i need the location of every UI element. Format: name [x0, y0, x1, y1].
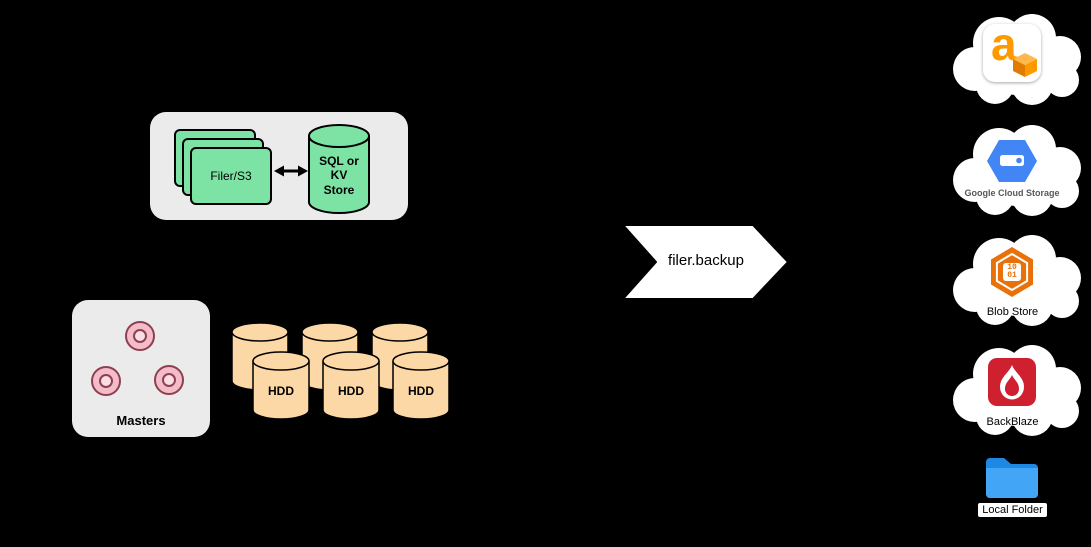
- filer-stack-front: Filer/S3: [190, 147, 272, 205]
- hdd-cylinder-front: HDD: [392, 351, 450, 421]
- aws-a-glyph: a: [991, 18, 1017, 70]
- aws-logo: a: [983, 18, 1041, 82]
- blob-digits-top: 10: [1007, 262, 1017, 272]
- master-node-icon: [154, 365, 184, 395]
- cloud-google-cloud-storage: Google Cloud Storage: [935, 116, 1090, 221]
- masters-label: Masters: [116, 413, 166, 428]
- flame-icon: [1000, 365, 1024, 400]
- cylinder-shape-icon: [308, 124, 370, 214]
- local-folder-label: Local Folder: [978, 503, 1047, 517]
- blob-store-digits: 10 01: [1003, 263, 1021, 281]
- cloud-blob-store: 10 01 Blob Store: [935, 226, 1090, 331]
- aws-cube-icon: [1013, 53, 1037, 77]
- master-node-icon: [91, 366, 121, 396]
- cloud-backblaze: BackBlaze: [935, 336, 1090, 441]
- double-arrow-icon: [274, 165, 308, 177]
- kv-store-cylinder: SQL or KV Store: [308, 124, 370, 216]
- folder-icon: [986, 458, 1038, 498]
- filer-backup-arrow: [622, 224, 789, 300]
- hdd-label: HDD: [408, 384, 434, 398]
- hdd-cylinder-front: HDD: [322, 351, 380, 421]
- hdd-label: HDD: [338, 384, 364, 398]
- gcs-logo-icon: [987, 140, 1037, 182]
- kv-store-label: SQL or KV Store: [319, 154, 359, 197]
- hdd-cylinder-front: HDD: [252, 351, 310, 421]
- hdd-label: HDD: [268, 384, 294, 398]
- blob-digits-bottom: 01: [1007, 271, 1017, 280]
- filer-backup-label: filer.backup: [668, 252, 744, 269]
- master-node-icon: [125, 321, 155, 351]
- filer-label: Filer/S3: [210, 169, 252, 183]
- filer-stack: Filer/S3: [174, 129, 274, 209]
- cloud-amazon-s3: a: [935, 5, 1090, 110]
- gcs-label: Google Cloud Storage: [964, 188, 1060, 198]
- blob-store-label: Blob Store: [986, 306, 1039, 318]
- backblaze-label: BackBlaze: [986, 416, 1039, 428]
- backblaze-logo: [988, 358, 1036, 406]
- local-folder-group: Local Folder: [935, 446, 1090, 536]
